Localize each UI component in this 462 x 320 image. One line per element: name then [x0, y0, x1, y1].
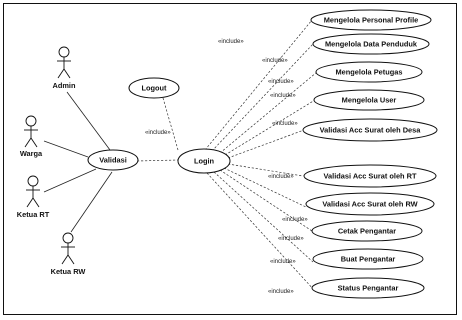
use-case-status-pengantar: Status Pengantar: [311, 277, 425, 299]
actor-warga: Warga: [20, 115, 43, 158]
actor-warga-label: Warga: [20, 149, 43, 158]
svg-text:Validasi Acc Surat oleh RT: Validasi Acc Surat oleh RT: [324, 172, 417, 181]
use-case-logout: Logout: [128, 77, 180, 99]
include-labels: «include» «include» «include» «include» …: [218, 39, 308, 295]
association-warga: [43, 140, 89, 158]
svg-text:Cetak Pengantar: Cetak Pengantar: [338, 227, 396, 236]
svg-text:«include»: «include»: [268, 174, 294, 180]
svg-text:«include»: «include»: [268, 289, 294, 295]
svg-text:Validasi Acc Surat oleh RW: Validasi Acc Surat oleh RW: [322, 200, 417, 209]
svg-text:Mengelola Data Penduduk: Mengelola Data Penduduk: [325, 40, 418, 49]
use-case-mengelola-user: Mengelola User: [313, 89, 425, 111]
actor-ketua-rw: Ketua RW: [51, 232, 86, 276]
use-case-mengelola-data-penduduk: Mengelola Data Penduduk: [312, 33, 430, 55]
use-case-validasi-acc-surat-rw: Validasi Acc Surat oleh RW: [305, 192, 435, 216]
use-case-mengelola-petugas: Mengelola Petugas: [315, 61, 423, 83]
actor-ketua-rw-label: Ketua RW: [51, 267, 86, 276]
include-relations: [204, 19, 318, 292]
svg-text:«include»: «include»: [272, 121, 298, 127]
association-admin: [66, 91, 111, 151]
actor-admin-label: Admin: [53, 81, 76, 90]
use-case-logout-label: Logout: [141, 84, 167, 93]
svg-text:Validasi Acc Surat oleh Desa: Validasi Acc Surat oleh Desa: [320, 126, 422, 135]
use-case-login-label: Login: [194, 157, 215, 166]
svg-text:«include»: «include»: [270, 93, 296, 99]
svg-text:Status Pengantar: Status Pengantar: [338, 284, 399, 293]
use-case-validasi-label: Validasi: [99, 156, 127, 165]
svg-text:«include»: «include»: [278, 236, 304, 242]
relation-validasi-login: [136, 159, 179, 162]
actor-ketua-rt-label: Ketua RT: [17, 210, 50, 219]
svg-text:Mengelola Petugas: Mengelola Petugas: [336, 68, 403, 77]
svg-text:«include»: «include»: [268, 79, 294, 85]
svg-text:«include»: «include»: [262, 58, 288, 64]
actor-admin: Admin: [53, 46, 76, 90]
association-ketua-rw: [70, 171, 113, 233]
use-case-validasi-acc-surat-rt: Validasi Acc Surat oleh RT: [303, 164, 437, 188]
use-case-validasi: Validasi: [87, 149, 139, 171]
svg-text:Mengelola User: Mengelola User: [342, 96, 397, 105]
use-case-mengelola-personal-profile: Mengelola Personal Profile: [310, 9, 432, 31]
use-case-login: Login: [177, 148, 231, 174]
svg-text:Mengelola Personal Profile: Mengelola Personal Profile: [324, 16, 418, 25]
use-case-validasi-acc-surat-desa: Validasi Acc Surat oleh Desa: [302, 118, 438, 142]
association-ketua-rt: [43, 168, 97, 193]
svg-text:Buat Pengantar: Buat Pengantar: [341, 255, 396, 264]
use-case-buat-pengantar: Buat Pengantar: [312, 248, 424, 270]
actor-ketua-rt: Ketua RT: [17, 175, 50, 219]
relation-label-validasi-login: «include»: [145, 130, 171, 136]
svg-text:«include»: «include»: [282, 217, 308, 223]
relation-login-logout: [162, 97, 179, 151]
svg-text:«include»: «include»: [270, 259, 296, 265]
svg-text:«include»: «include»: [218, 39, 244, 45]
use-case-cetak-pengantar: Cetak Pengantar: [311, 220, 423, 242]
